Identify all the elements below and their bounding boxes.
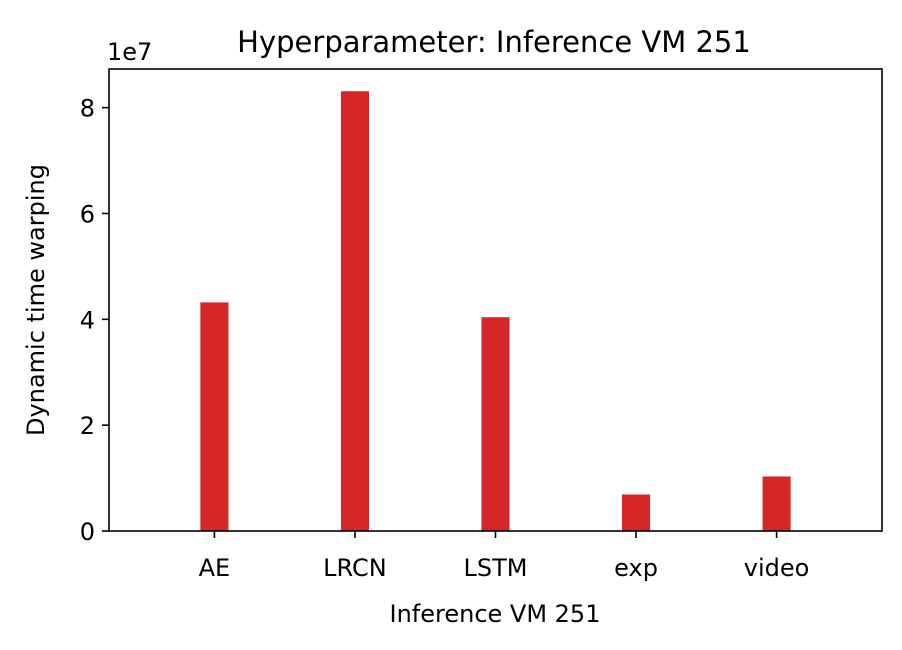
y-tick-label: 8 xyxy=(80,95,95,123)
y-axis-label: Dynamic time warping xyxy=(22,164,50,436)
x-axis-label: Inference VM 251 xyxy=(390,600,601,628)
x-tick-label: AE xyxy=(199,554,231,582)
bar-lrcn xyxy=(340,91,370,531)
y-ticks-group: 0 2 4 6 8 xyxy=(80,95,109,546)
bar-video xyxy=(762,476,791,531)
bar-lstm xyxy=(481,317,510,531)
x-tick-label: video xyxy=(744,554,810,582)
chart-title: Hyperparameter: Inference VM 251 xyxy=(237,25,751,59)
bar-exp xyxy=(621,494,651,531)
y-axis-offset-label: 1e7 xyxy=(107,38,152,66)
y-tick-label: 0 xyxy=(80,518,95,546)
x-ticks-group: AE LRCN LSTM exp video xyxy=(199,531,810,582)
x-tick-label: LRCN xyxy=(323,554,387,582)
y-tick-label: 4 xyxy=(80,306,95,334)
y-tick-label: 6 xyxy=(80,200,95,228)
bar-ae xyxy=(200,302,229,531)
bars-group xyxy=(200,91,791,531)
x-tick-label: LSTM xyxy=(464,554,528,582)
y-tick-label: 2 xyxy=(80,412,95,440)
x-tick-label: exp xyxy=(614,554,658,582)
